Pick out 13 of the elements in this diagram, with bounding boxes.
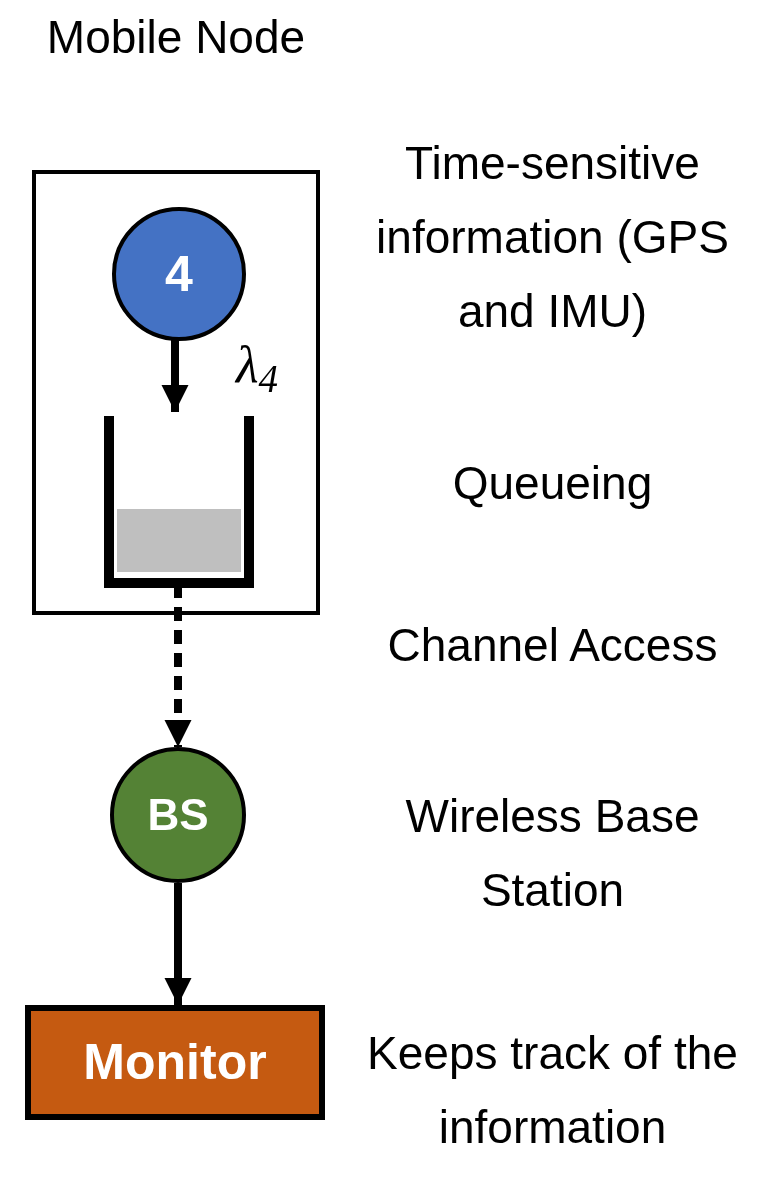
node-label: Monitor (83, 1033, 267, 1092)
description-text: Time-sensitive information (GPS and IMU) (375, 136, 730, 339)
node-heading: Mobile Node (45, 10, 307, 65)
node-label: BS (147, 789, 209, 841)
description-text: Keeps track of the information (366, 1026, 739, 1155)
node-label: 4 (165, 244, 193, 304)
edge-label: λ$_{4}$ (236, 335, 279, 400)
description-text: Queueing (452, 456, 653, 511)
arrow (164, 883, 192, 1005)
monitor-box (25, 1005, 325, 1120)
description-text: Wireless Base Station (404, 789, 701, 918)
queue-drawing (104, 416, 254, 588)
description-text: Channel Access (387, 618, 718, 673)
